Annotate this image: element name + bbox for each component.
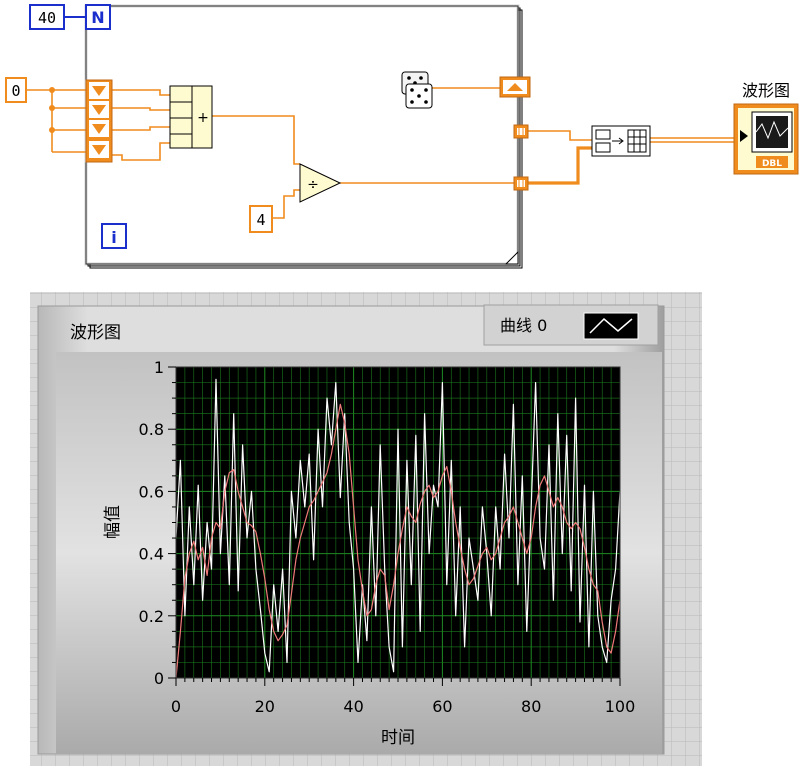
series-layer (175, 378, 621, 679)
divide-symbol: ÷ (307, 177, 319, 193)
output-tunnel-random[interactable] (513, 124, 529, 139)
y-axis: 0 0.2 0.4 0.6 0.8 1 (139, 358, 176, 688)
indicator-label: 波形图 (742, 81, 790, 100)
left-shift-registers[interactable] (85, 79, 113, 163)
plot-area[interactable] (175, 366, 621, 679)
x-axis: 0 20 40 60 80 100 (171, 678, 635, 716)
x-tick-label: 100 (605, 697, 636, 716)
add-symbol: + (197, 110, 209, 126)
iteration-terminal[interactable]: i (101, 223, 127, 249)
y-tick-label: 0.2 (139, 607, 164, 626)
y-tick-label: 0.8 (139, 420, 164, 439)
x-tick-label: 60 (432, 697, 452, 716)
output-tunnel-average[interactable] (513, 176, 529, 191)
wire-junctions (49, 87, 55, 133)
y-tick-label: 0.4 (139, 545, 164, 564)
init-constant[interactable]: 0 (5, 77, 27, 103)
iteration-letter: i (111, 228, 116, 247)
dbl-badge: DBL (762, 159, 782, 169)
legend-line-icon (589, 317, 633, 334)
series-average-line (175, 403, 621, 679)
plot-legend[interactable]: 曲线 0 (483, 304, 659, 346)
random-number-dice-icon[interactable] (401, 71, 433, 109)
x-tick-label: 40 (343, 697, 363, 716)
right-shift-register[interactable] (499, 76, 531, 98)
divisor-constant[interactable]: 4 (249, 205, 273, 233)
series-random-line (175, 378, 621, 673)
y-tick-label: 1 (154, 358, 164, 377)
loop-count-letter: N (91, 8, 104, 27)
x-tick-label: 0 (171, 697, 181, 716)
y-axis-label: 幅值 (103, 505, 123, 539)
loop-count-constant[interactable]: 40 (29, 4, 65, 30)
waveform-graph-terminal[interactable]: DBL (733, 103, 799, 175)
wires (26, 87, 734, 219)
x-tick-label: 80 (521, 697, 541, 716)
compound-add-node[interactable]: + (169, 85, 213, 149)
divide-node[interactable]: ÷ (299, 163, 342, 203)
block-diagram: 40 N i 0 (5, 4, 799, 269)
y-tick-label: 0.6 (139, 482, 164, 501)
x-axis-label: 时间 (381, 728, 415, 748)
for-loop[interactable] (84, 4, 523, 269)
build-array-node[interactable] (591, 125, 651, 157)
loop-count-terminal[interactable]: N (85, 4, 111, 30)
plot-grid (176, 367, 620, 678)
loop-count-value: 40 (38, 9, 56, 27)
x-tick-label: 20 (255, 697, 275, 716)
y-tick-label: 0 (154, 669, 164, 688)
init-constant-value: 0 (11, 82, 20, 100)
graph-title: 波形图 (70, 323, 121, 343)
legend-label: 曲线 0 (500, 316, 547, 335)
divisor-constant-value: 4 (256, 211, 265, 229)
